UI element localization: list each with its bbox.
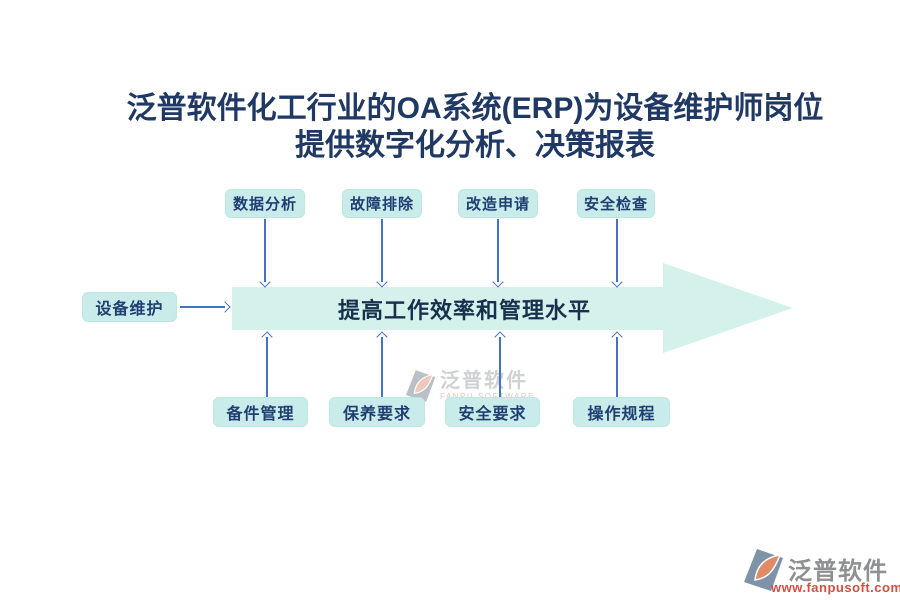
connector-arrow-right	[180, 301, 231, 313]
arrowhead-down-icon	[259, 276, 271, 288]
page-title: 泛普软件化工行业的OA系统(ERP)为设备维护师岗位 提供数字化分析、决策报表	[25, 90, 900, 164]
footer-brand-url: www.fanpusoft.com	[771, 580, 900, 595]
footer-brand-name: 泛普软件	[788, 558, 888, 585]
node-top-2: 故障排除	[342, 189, 422, 218]
watermark-text: 泛普软件 FANPU SOFTWARE	[440, 370, 535, 401]
connector-line	[497, 219, 499, 282]
center-watermark: 泛普软件 FANPU SOFTWARE	[406, 370, 535, 407]
node-top-1: 数据分析	[225, 189, 305, 218]
connector-line	[616, 219, 618, 282]
connector-line	[264, 219, 266, 282]
connector-line	[499, 337, 501, 397]
main-arrow-label: 提高工作效率和管理水平	[337, 297, 591, 323]
arrowhead-up-icon	[494, 331, 506, 343]
node-top-4: 安全检查	[577, 189, 655, 218]
connector-arrow-up-4	[611, 331, 623, 397]
arrowhead-down-icon	[611, 276, 623, 288]
connector-arrow-down-1	[259, 219, 271, 288]
connector-arrow-up-1	[261, 331, 273, 397]
main-arrow-body	[232, 287, 663, 330]
main-arrow-head	[663, 263, 793, 353]
node-bottom-1: 备件管理	[213, 397, 308, 427]
watermark-name: 泛普软件	[440, 370, 528, 392]
connector-arrow-down-3	[492, 219, 504, 288]
fanpu-leaf-logo-icon	[744, 549, 784, 596]
arrowhead-up-icon	[261, 331, 273, 343]
arrowhead-down-icon	[492, 276, 504, 288]
connector-arrow-up-3	[494, 331, 506, 397]
node-bottom-4: 操作规程	[573, 397, 670, 427]
node-equipment-maintenance: 设备维护	[82, 292, 177, 322]
connector-line	[381, 337, 383, 397]
node-bottom-3: 安全要求	[445, 397, 540, 427]
connector-arrow-up-2	[376, 331, 388, 397]
arrowhead-up-icon	[376, 331, 388, 343]
watermark-subtitle: FANPU SOFTWARE	[440, 392, 535, 401]
node-bottom-2: 保养要求	[329, 397, 425, 427]
arrowhead-down-icon	[376, 276, 388, 288]
connector-line	[616, 337, 618, 397]
connector-line	[381, 219, 383, 282]
fanpu-leaf-logo-icon	[406, 370, 436, 407]
connector-arrow-down-2	[376, 219, 388, 288]
connector-arrow-down-4	[611, 219, 623, 288]
title-line-2: 提供数字化分析、决策报表	[295, 129, 655, 162]
connector-line	[180, 306, 225, 308]
arrowhead-up-icon	[611, 331, 623, 343]
connector-line	[266, 337, 268, 397]
arrowhead-right-icon	[219, 301, 231, 313]
node-top-3: 改造申请	[458, 189, 538, 218]
title-line-1: 泛普软件化工行业的OA系统(ERP)为设备维护师岗位	[126, 92, 824, 125]
